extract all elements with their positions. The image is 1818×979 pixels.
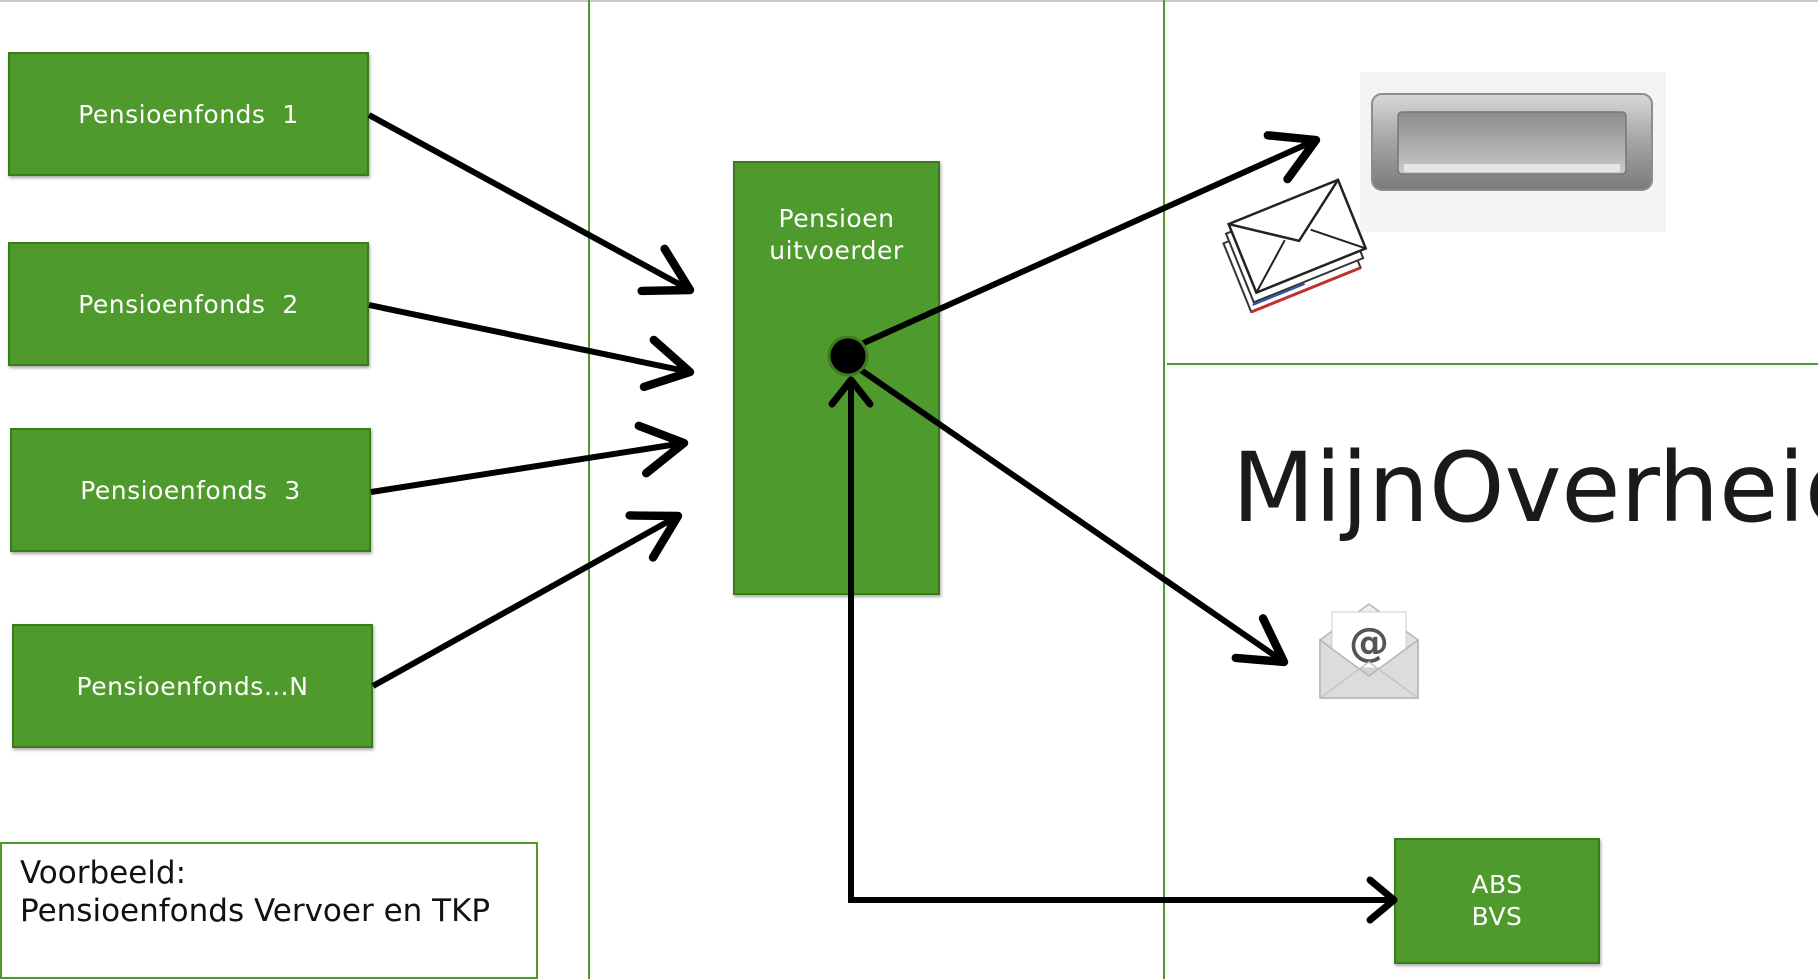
example-text: Pensioenfonds Vervoer en TKP bbox=[20, 893, 491, 929]
divider-right bbox=[1163, 0, 1165, 979]
executor-box: Pensioen uitvoerder bbox=[733, 161, 940, 595]
abs-bvs-box: ABS BVS bbox=[1394, 838, 1600, 964]
email-at-icon: @ bbox=[1318, 600, 1420, 700]
example-title: Voorbeeld: bbox=[20, 855, 187, 891]
abs-label-line1: ABS bbox=[1471, 870, 1523, 899]
fund-box-label: Pensioenfonds 3 bbox=[80, 475, 301, 505]
fund-arrow-2 bbox=[368, 302, 695, 392]
fund-box-1: Pensioenfonds 1 bbox=[8, 52, 369, 176]
envelopes-icon bbox=[1222, 178, 1368, 314]
fund-box-3: Pensioenfonds 3 bbox=[10, 428, 371, 552]
fund-arrow-n bbox=[371, 511, 683, 689]
fund-box-label: Pensioenfonds 1 bbox=[78, 99, 299, 129]
executor-label-line2: uitvoerder bbox=[769, 236, 904, 265]
connection-dot bbox=[827, 335, 869, 377]
arrow-to-email bbox=[856, 365, 1289, 667]
arrow-abs-bvs bbox=[828, 376, 1398, 924]
top-border bbox=[0, 0, 1818, 2]
divider-horizontal bbox=[1167, 363, 1818, 365]
executor-label-line1: Pensioen bbox=[778, 204, 895, 233]
fund-box-n: Pensioenfonds…N bbox=[12, 624, 373, 748]
mijnoverheid-logo: MijnOverheid bbox=[1232, 432, 1818, 544]
arrow-to-mail bbox=[846, 131, 1321, 353]
abs-label-line2: BVS bbox=[1471, 902, 1523, 931]
svg-text:@: @ bbox=[1349, 620, 1389, 666]
fund-box-label: Pensioenfonds 2 bbox=[78, 289, 299, 319]
example-box: Voorbeeld: Pensioenfonds Vervoer en TKP bbox=[0, 842, 538, 979]
divider-left bbox=[588, 0, 590, 979]
mail-slot-icon bbox=[1360, 72, 1666, 232]
fund-box-label: Pensioenfonds…N bbox=[76, 671, 309, 701]
fund-box-2: Pensioenfonds 2 bbox=[8, 242, 369, 366]
fund-arrow-1 bbox=[367, 112, 695, 296]
fund-arrow-3 bbox=[370, 421, 689, 495]
